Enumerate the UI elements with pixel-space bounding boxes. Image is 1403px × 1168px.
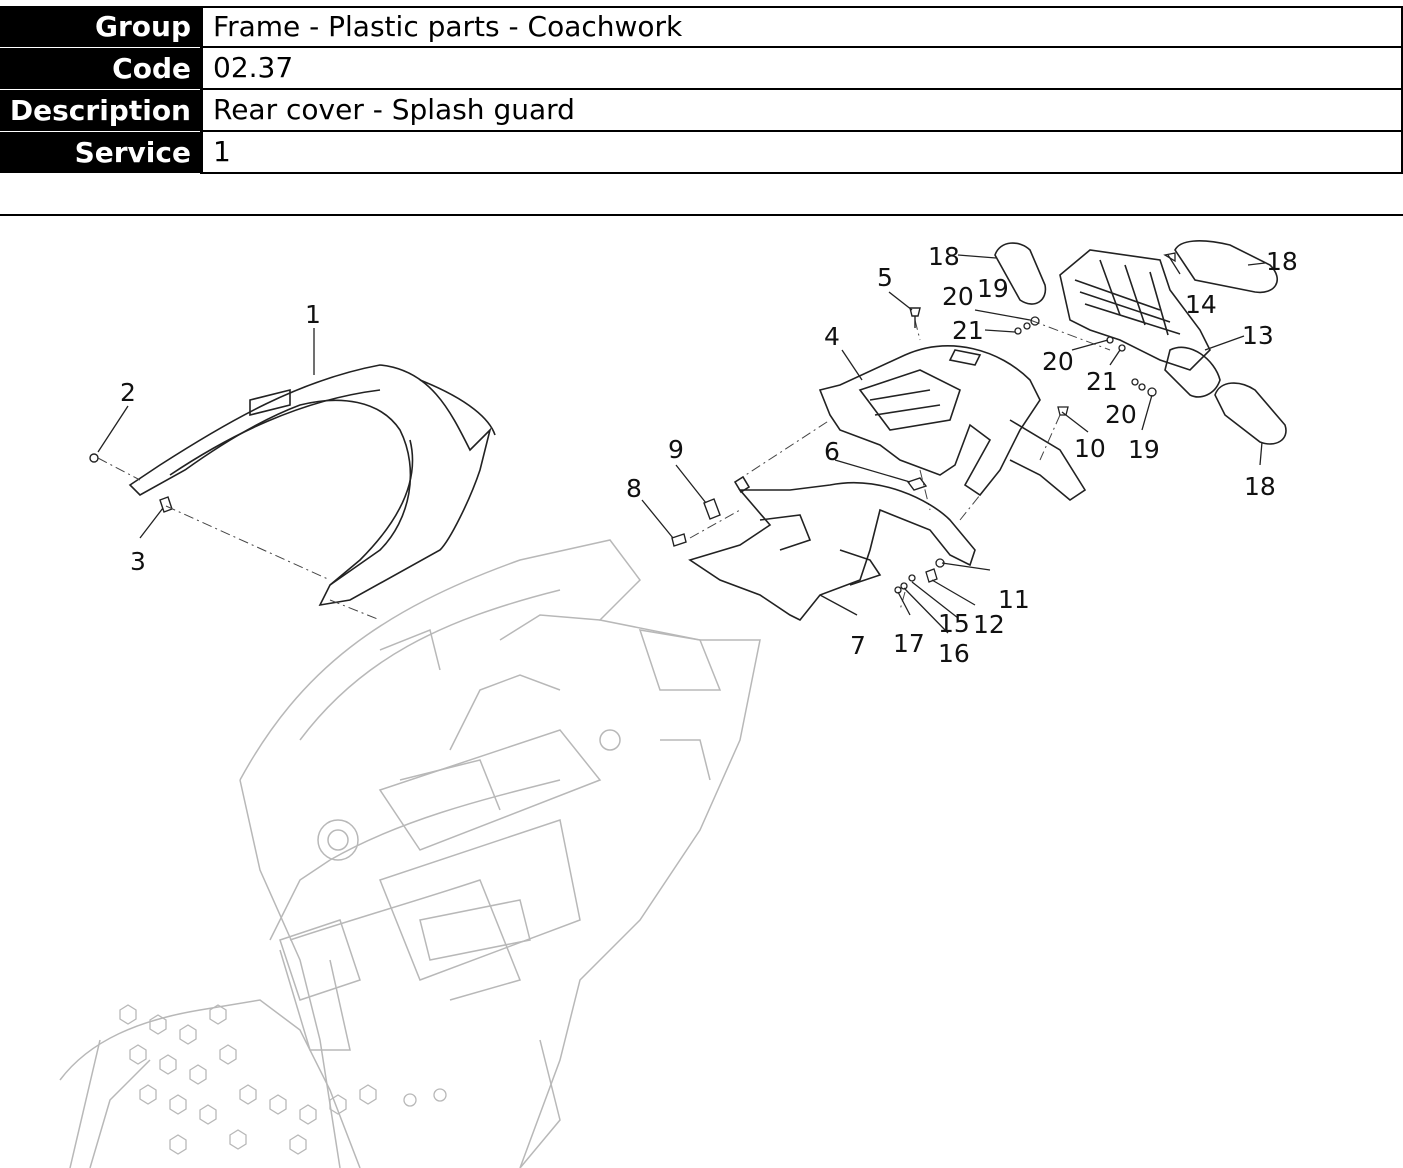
header-row-group: Group Frame - Plastic parts - Coachwork xyxy=(0,6,1403,48)
callout-15: 15 xyxy=(938,609,970,638)
callout-21b: 21 xyxy=(1086,367,1118,396)
header-row-description: Description Rear cover - Splash guard xyxy=(0,90,1403,132)
callout-3: 3 xyxy=(130,547,146,576)
header-row-service: Service 1 xyxy=(0,132,1403,174)
callout-7: 7 xyxy=(850,631,866,660)
header-label-service: Service xyxy=(0,132,200,174)
header-value-group: Frame - Plastic parts - Coachwork xyxy=(200,6,1403,48)
leader-lines xyxy=(97,254,1266,634)
part-support xyxy=(818,345,1087,501)
callout-4: 4 xyxy=(824,322,840,351)
callout-8: 8 xyxy=(626,474,642,503)
header-label-group: Group xyxy=(0,6,200,48)
header-value-description: Rear cover - Splash guard xyxy=(200,90,1403,132)
callout-14: 14 xyxy=(1185,290,1217,319)
part-reflectors xyxy=(994,240,1287,445)
header-separator xyxy=(0,214,1403,216)
callout-labels: 1 2 3 4 5 6 7 8 9 10 11 12 13 14 15 16 1… xyxy=(120,242,1298,668)
callout-21a: 21 xyxy=(952,316,984,345)
callout-19a: 19 xyxy=(977,274,1009,303)
small-hardware xyxy=(894,558,945,594)
part-screw-5 xyxy=(909,307,921,328)
header-table: Group Frame - Plastic parts - Coachwork … xyxy=(0,6,1403,174)
header-value-code: 02.37 xyxy=(200,48,1403,90)
part-screw-clip xyxy=(89,453,173,513)
part-splash-guard xyxy=(688,475,976,622)
callout-18c: 18 xyxy=(1244,472,1276,501)
diagram-svg: 1 2 3 4 5 6 7 8 9 10 11 12 13 14 15 16 1… xyxy=(59,240,1298,1168)
part-nut-6 xyxy=(906,477,928,491)
callout-18b: 18 xyxy=(1266,247,1298,276)
part-plate-holder xyxy=(1059,249,1221,398)
callout-20b: 20 xyxy=(1042,347,1074,376)
callout-16: 16 xyxy=(938,639,970,668)
callout-17: 17 xyxy=(893,629,925,658)
callout-19b: 19 xyxy=(1128,435,1160,464)
part-screw-8-clip-9 xyxy=(671,498,721,547)
callout-2: 2 xyxy=(120,378,136,407)
callout-6: 6 xyxy=(824,437,840,466)
callout-10: 10 xyxy=(1074,434,1106,463)
callout-11: 11 xyxy=(998,585,1030,614)
callout-13: 13 xyxy=(1242,321,1274,350)
callout-12: 12 xyxy=(973,610,1005,639)
header-label-description: Description xyxy=(0,90,200,132)
floor-hex-pattern xyxy=(119,1004,447,1155)
callout-1: 1 xyxy=(305,300,321,329)
part-rear-cover xyxy=(128,364,496,607)
callout-18a: 18 xyxy=(928,242,960,271)
callout-20a: 20 xyxy=(942,282,974,311)
scooter-body-drawing xyxy=(59,539,761,1168)
callout-9: 9 xyxy=(668,435,684,464)
exploded-parts-diagram: 1 2 3 4 5 6 7 8 9 10 11 12 13 14 15 16 1… xyxy=(0,220,1403,1168)
header-row-code: Code 02.37 xyxy=(0,48,1403,90)
assembly-lines xyxy=(97,319,1111,621)
callout-20c: 20 xyxy=(1105,400,1137,429)
header-label-code: Code xyxy=(0,48,200,90)
header-value-service: 1 xyxy=(200,132,1403,174)
callout-5: 5 xyxy=(877,263,893,292)
